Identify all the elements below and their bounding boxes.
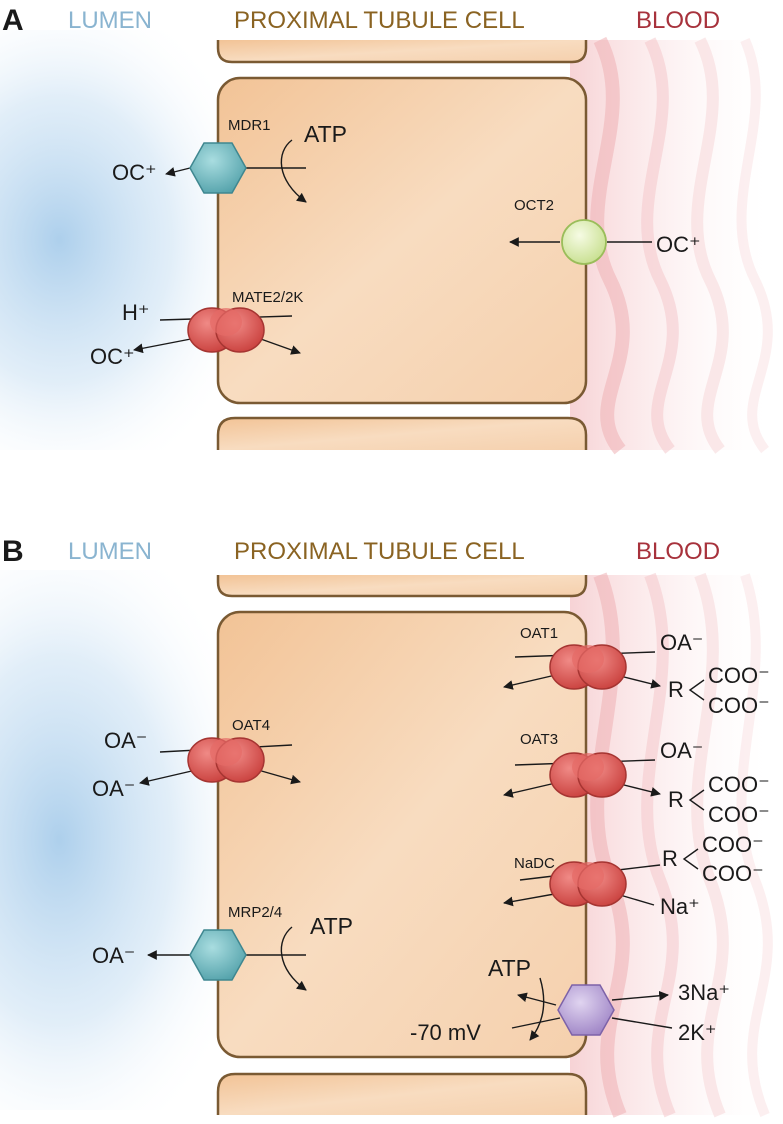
oat1-exchanger-shape <box>549 644 627 690</box>
oct2-label: OCT2 <box>514 197 554 214</box>
na-k-potassium: 2K⁺ <box>678 1020 717 1045</box>
oat1-coo2: COO⁻ <box>708 693 770 718</box>
oat3-exchanger-shape <box>549 752 627 798</box>
lumen-label: LUMEN <box>68 538 152 565</box>
proximal-tubule-cell <box>216 610 588 1059</box>
oat3-label: OAT3 <box>520 731 558 748</box>
nadc-transporter: NaDC R COO⁻ COO⁻ Na⁺ <box>503 832 764 919</box>
cell-label: PROXIMAL TUBULE CELL <box>234 538 525 565</box>
mate-proton: H⁺ <box>122 300 150 325</box>
panel-letter-a: A <box>2 4 24 37</box>
oat1-coo1: COO⁻ <box>708 663 770 688</box>
nadc-sodium: Na⁺ <box>660 894 700 919</box>
blood-label: BLOOD <box>636 7 720 34</box>
upper-neighbour-cell <box>216 575 588 598</box>
mrp-hexagon <box>189 929 247 981</box>
mdr1-substrate: OC⁺ <box>112 160 157 185</box>
oat3-substrate: OA⁻ <box>660 738 703 763</box>
oat3-bracket <box>688 789 705 811</box>
oat1-substrate: OA⁻ <box>660 630 703 655</box>
na-k-atp: ATP <box>488 955 531 981</box>
nadc-exchanger-shape <box>549 861 627 907</box>
mrp-substrate: OA⁻ <box>92 943 135 968</box>
nadc-label: NaDC <box>514 855 555 872</box>
mrp-label: MRP2/4 <box>228 904 282 921</box>
proximal-tubule-cell <box>216 76 588 405</box>
cell-label: PROXIMAL TUBULE CELL <box>234 7 525 34</box>
oct2-circle <box>561 219 607 265</box>
panel-letter-b: B <box>2 535 24 568</box>
oat1-label: OAT1 <box>520 625 558 642</box>
oat3-r: R <box>668 787 684 812</box>
mrp-atp: ATP <box>310 913 353 939</box>
lower-neighbour-cell <box>216 1072 588 1115</box>
panel-b: B LUMEN PROXIMAL TUBULE CELL BLOOD OAT1 … <box>0 535 773 1118</box>
oat3-coo2: COO⁻ <box>708 802 770 827</box>
blood-label: BLOOD <box>636 538 720 565</box>
mdr1-label: MDR1 <box>228 117 271 134</box>
na-k-sodium: 3Na⁺ <box>678 980 730 1005</box>
membrane-potential: -70 mV <box>410 1020 481 1045</box>
nadc-coo2: COO⁻ <box>702 861 764 886</box>
oat4-transporter: OAT4 OA⁻ OA⁻ <box>92 717 301 801</box>
nadc-coo1: COO⁻ <box>702 832 764 857</box>
oat4-exchanger-shape <box>187 737 265 783</box>
oat4-in: OA⁻ <box>104 728 147 753</box>
lumen-label: LUMEN <box>68 7 152 34</box>
mrp-transporter: MRP2/4 ATP OA⁻ <box>92 904 353 991</box>
mdr1-transporter: MDR1 ATP OC⁺ <box>112 117 347 203</box>
oat3-transporter: OAT3 OA⁻ R COO⁻ COO⁻ <box>503 731 770 827</box>
mdr1-atp: ATP <box>304 121 347 147</box>
oat4-out: OA⁻ <box>92 776 135 801</box>
mate-transporter: MATE2/2K H⁺ OC⁺ <box>90 289 303 369</box>
oct2-transporter: OCT2 OC⁺ <box>509 197 701 265</box>
oat1-transporter: OAT1 OA⁻ R COO⁻ COO⁻ <box>503 625 770 718</box>
oat1-r: R <box>668 677 684 702</box>
oat3-coo1: COO⁻ <box>708 772 770 797</box>
oat1-bracket <box>688 679 705 701</box>
nadc-bracket <box>682 848 699 870</box>
oat4-label: OAT4 <box>232 717 270 734</box>
oct2-substrate: OC⁺ <box>656 232 701 257</box>
nadc-r: R <box>662 846 678 871</box>
mate-exchanger-shape <box>187 307 265 353</box>
mdr1-hexagon <box>189 142 247 194</box>
na-k-hexagon <box>557 984 615 1036</box>
upper-neighbour-cell <box>216 40 588 64</box>
na-k-pump: ATP -70 mV 3Na⁺ 2K⁺ <box>410 955 730 1045</box>
mate-substrate: OC⁺ <box>90 344 135 369</box>
panel-a: A LUMEN PROXIMAL TUBULE CELL BLOOD MDR1 … <box>0 4 773 455</box>
lower-neighbour-cell <box>216 416 588 450</box>
mate-label: MATE2/2K <box>232 289 303 306</box>
